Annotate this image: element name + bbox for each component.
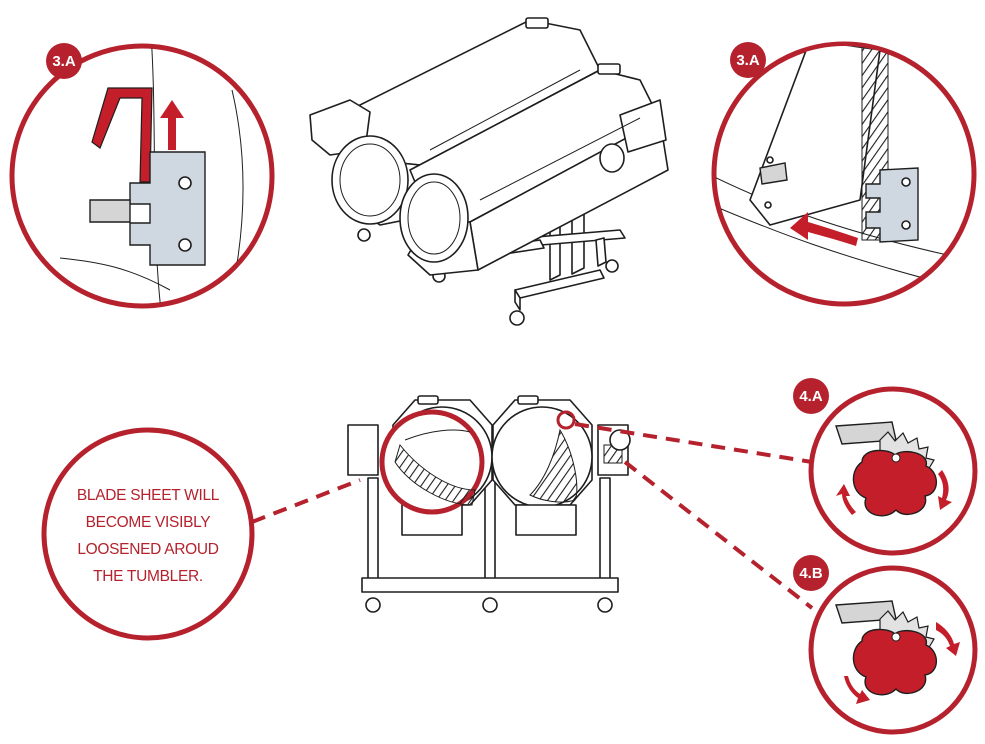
callout-3a-right: 3.A xyxy=(711,41,977,307)
arrow-left-curved-icon xyxy=(790,212,858,246)
arrow-up-icon xyxy=(160,100,184,150)
arrow-rotate-icon xyxy=(844,676,870,704)
zoom-ring-knob xyxy=(556,410,576,430)
tumbler-front xyxy=(399,63,669,276)
arrow-rotate-icon xyxy=(936,622,960,656)
leader-4b xyxy=(623,460,814,610)
callout-4a: 4.A xyxy=(793,378,978,556)
note-line-2: BECOME VISIBLY xyxy=(86,514,211,531)
badge-4b: 4.B xyxy=(799,565,823,582)
tumbler-assembly-isometric xyxy=(309,17,669,326)
badge-4a: 4.A xyxy=(799,388,823,405)
arrow-rotate-icon xyxy=(836,484,856,515)
callout-3a-left: 3.A xyxy=(9,43,275,309)
callout-4b: 4.B xyxy=(793,555,978,735)
latch-pin xyxy=(91,87,153,183)
note-line-3: LOOSENED AROUD xyxy=(77,541,218,558)
badge-3a-left: 3.A xyxy=(52,53,76,70)
note-line-4: THE TUMBLER. xyxy=(93,568,203,585)
note-line-1: BLADE SHEET WILL xyxy=(77,487,220,504)
leader-4a xyxy=(574,422,813,464)
tumbler-assembly-front xyxy=(347,395,631,613)
note-callout: BLADE SHEET WILL BECOME VISIBLY LOOSENED… xyxy=(41,427,255,641)
badge-3a-right: 3.A xyxy=(736,52,760,69)
leader-note xyxy=(251,478,361,524)
arrow-rotate-icon xyxy=(938,470,952,510)
